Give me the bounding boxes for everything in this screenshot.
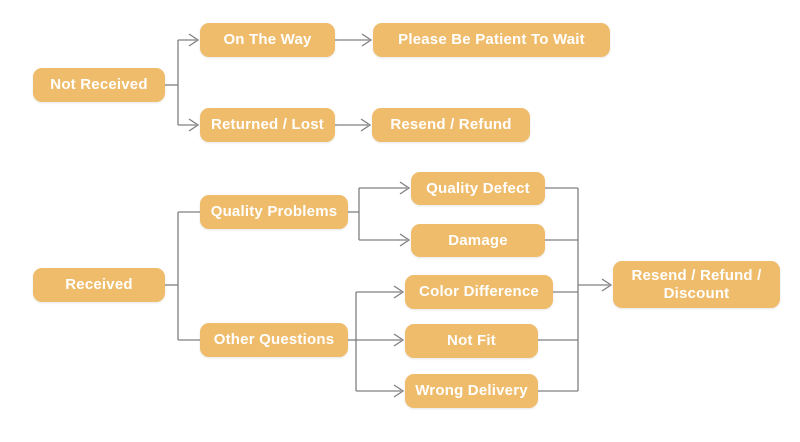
node-color-difference[interactable]: Color Difference [405, 275, 553, 309]
arrowhead-quality-defect [399, 181, 411, 195]
node-other-questions[interactable]: Other Questions [200, 323, 348, 357]
arrowhead-not-fit [393, 333, 405, 347]
arrowhead-resend-refund-discount [601, 278, 613, 292]
arrowhead-please-wait [361, 33, 373, 47]
node-received[interactable]: Received [33, 268, 165, 302]
arrowhead-resend-refund [360, 118, 372, 132]
node-damage[interactable]: Damage [411, 224, 545, 257]
arrowhead-on-the-way [188, 33, 200, 47]
arrowhead-color-difference [393, 285, 405, 299]
arrowhead-damage [399, 233, 411, 247]
node-resend-refund[interactable]: Resend / Refund [372, 108, 530, 142]
arrowhead-wrong-delivery [393, 384, 405, 398]
node-not-received[interactable]: Not Received [33, 68, 165, 102]
node-quality-defect[interactable]: Quality Defect [411, 172, 545, 205]
node-resend-refund-discount[interactable]: Resend / Refund / Discount [613, 261, 780, 308]
node-please-be-patient-to-wait[interactable]: Please Be Patient To Wait [373, 23, 610, 57]
node-on-the-way[interactable]: On The Way [200, 23, 335, 57]
node-wrong-delivery[interactable]: Wrong Delivery [405, 374, 538, 408]
node-not-fit[interactable]: Not Fit [405, 324, 538, 358]
node-quality-problems[interactable]: Quality Problems [200, 195, 348, 229]
node-returned-lost[interactable]: Returned / Lost [200, 108, 335, 142]
arrowhead-returned-lost [188, 118, 200, 132]
